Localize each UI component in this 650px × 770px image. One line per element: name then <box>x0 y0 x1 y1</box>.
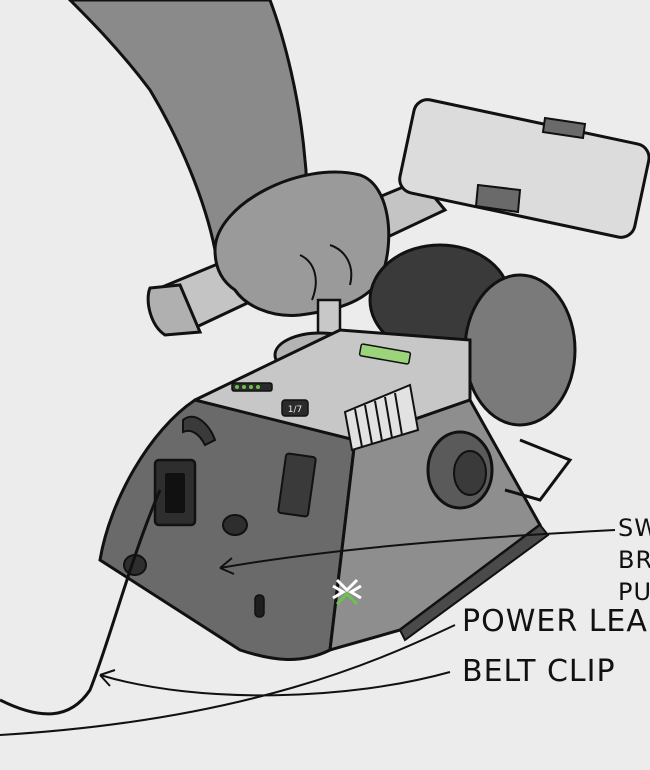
power-cable <box>0 489 162 716</box>
leader-belt-clip <box>99 671 451 697</box>
device-body-base <box>398 523 550 642</box>
handle-slot-top <box>182 415 217 447</box>
leader-power-lead <box>0 624 456 736</box>
side-label-line-3: PU <box>618 578 650 606</box>
leader-side-arrow <box>219 557 235 575</box>
phone-clip <box>474 183 522 214</box>
leader-side-label <box>219 529 616 569</box>
hand-finger-lines <box>299 244 353 301</box>
side-label-line-1: SW <box>618 514 650 542</box>
usb-port-icon <box>277 452 317 518</box>
leader-belt-clip-arrow <box>99 669 116 687</box>
screen-strip <box>358 343 412 365</box>
belt-clip-slot-icon <box>222 514 248 536</box>
flywheel-inner <box>463 273 577 427</box>
display-badge-text: 1/7 <box>288 405 302 415</box>
side-label-line-2: BR <box>618 546 650 574</box>
side-label-stack: SW BR PU <box>618 512 650 608</box>
usb-c-port-icon <box>254 594 265 618</box>
phone-clip-top <box>541 116 587 140</box>
belt-clip-label: BELT CLIP <box>462 654 616 689</box>
vent-grille <box>343 383 420 452</box>
led-strip <box>231 382 273 392</box>
stand-bracket <box>504 438 573 502</box>
handlebar-grip <box>146 283 203 337</box>
power-lead-label: POWER LEAD <box>462 604 650 639</box>
display-badge <box>281 399 309 417</box>
resistance-knob-cap <box>453 450 487 496</box>
phone-mount <box>398 98 650 239</box>
power-socket-inner <box>165 473 185 513</box>
brand-logo-icon <box>332 578 362 606</box>
